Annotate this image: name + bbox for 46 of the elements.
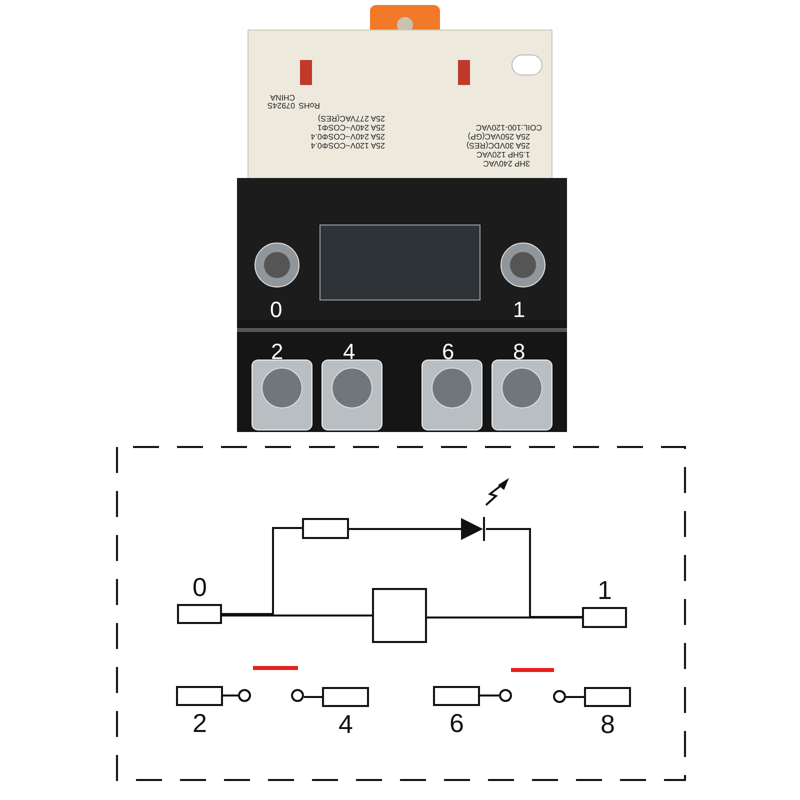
terminal-box xyxy=(176,686,223,706)
rating-text: 3HP 240VAC xyxy=(483,159,530,168)
terminal-number: 8 xyxy=(600,710,615,738)
wire xyxy=(222,614,372,616)
terminal-number: 2 xyxy=(271,340,284,364)
terminal-number: 1 xyxy=(598,576,612,604)
wire xyxy=(486,528,582,618)
terminal-box xyxy=(177,604,222,624)
wire xyxy=(223,694,238,696)
terminal-number: 4 xyxy=(343,340,356,364)
terminal-box xyxy=(433,686,480,706)
terminal-number: 6 xyxy=(450,709,464,737)
wire xyxy=(222,527,302,615)
rating-text: COIL:100-120VAC xyxy=(476,123,542,132)
terminal-box xyxy=(584,687,631,707)
rating-text: 07924S xyxy=(267,101,295,110)
terminal-number: 2 xyxy=(192,709,207,737)
rating-text: 25A 30VDC(RES) xyxy=(466,141,530,150)
terminal-number: 8 xyxy=(513,340,526,364)
contact-circle xyxy=(553,690,566,703)
resistor-symbol xyxy=(302,518,349,539)
terminal-box xyxy=(322,687,369,707)
rating-text: 1.5HP 120VAC xyxy=(476,150,530,159)
wire xyxy=(349,528,461,530)
contact-circle xyxy=(499,689,512,702)
terminal-box xyxy=(582,607,627,628)
terminal-number: 0 xyxy=(192,573,207,601)
rating-text: 25A 120V~COSΦ0.4 xyxy=(310,141,385,150)
rating-text: CHINA xyxy=(270,93,295,102)
coil-box xyxy=(372,588,427,643)
contact-circle xyxy=(238,689,251,702)
wire xyxy=(480,694,499,696)
terminal-number: 6 xyxy=(442,340,454,364)
rating-text: 25A 240V~COSΦ0.4 xyxy=(310,132,385,141)
rating-text: 25A 277VAC(RES) xyxy=(318,114,385,123)
terminal-number: 4 xyxy=(338,710,353,738)
wire xyxy=(304,696,322,698)
rating-text: 25A 240V~COSΦ1 xyxy=(317,123,385,132)
terminal-number: 1 xyxy=(513,298,526,322)
contact-circle xyxy=(291,689,304,702)
led-diode-symbol xyxy=(461,517,486,541)
wire xyxy=(566,696,584,698)
rating-text: RoHS xyxy=(298,101,320,110)
wire xyxy=(427,616,582,618)
rating-text: 25A 250VAC(GP) xyxy=(468,132,530,141)
terminal-number: 0 xyxy=(270,298,282,322)
